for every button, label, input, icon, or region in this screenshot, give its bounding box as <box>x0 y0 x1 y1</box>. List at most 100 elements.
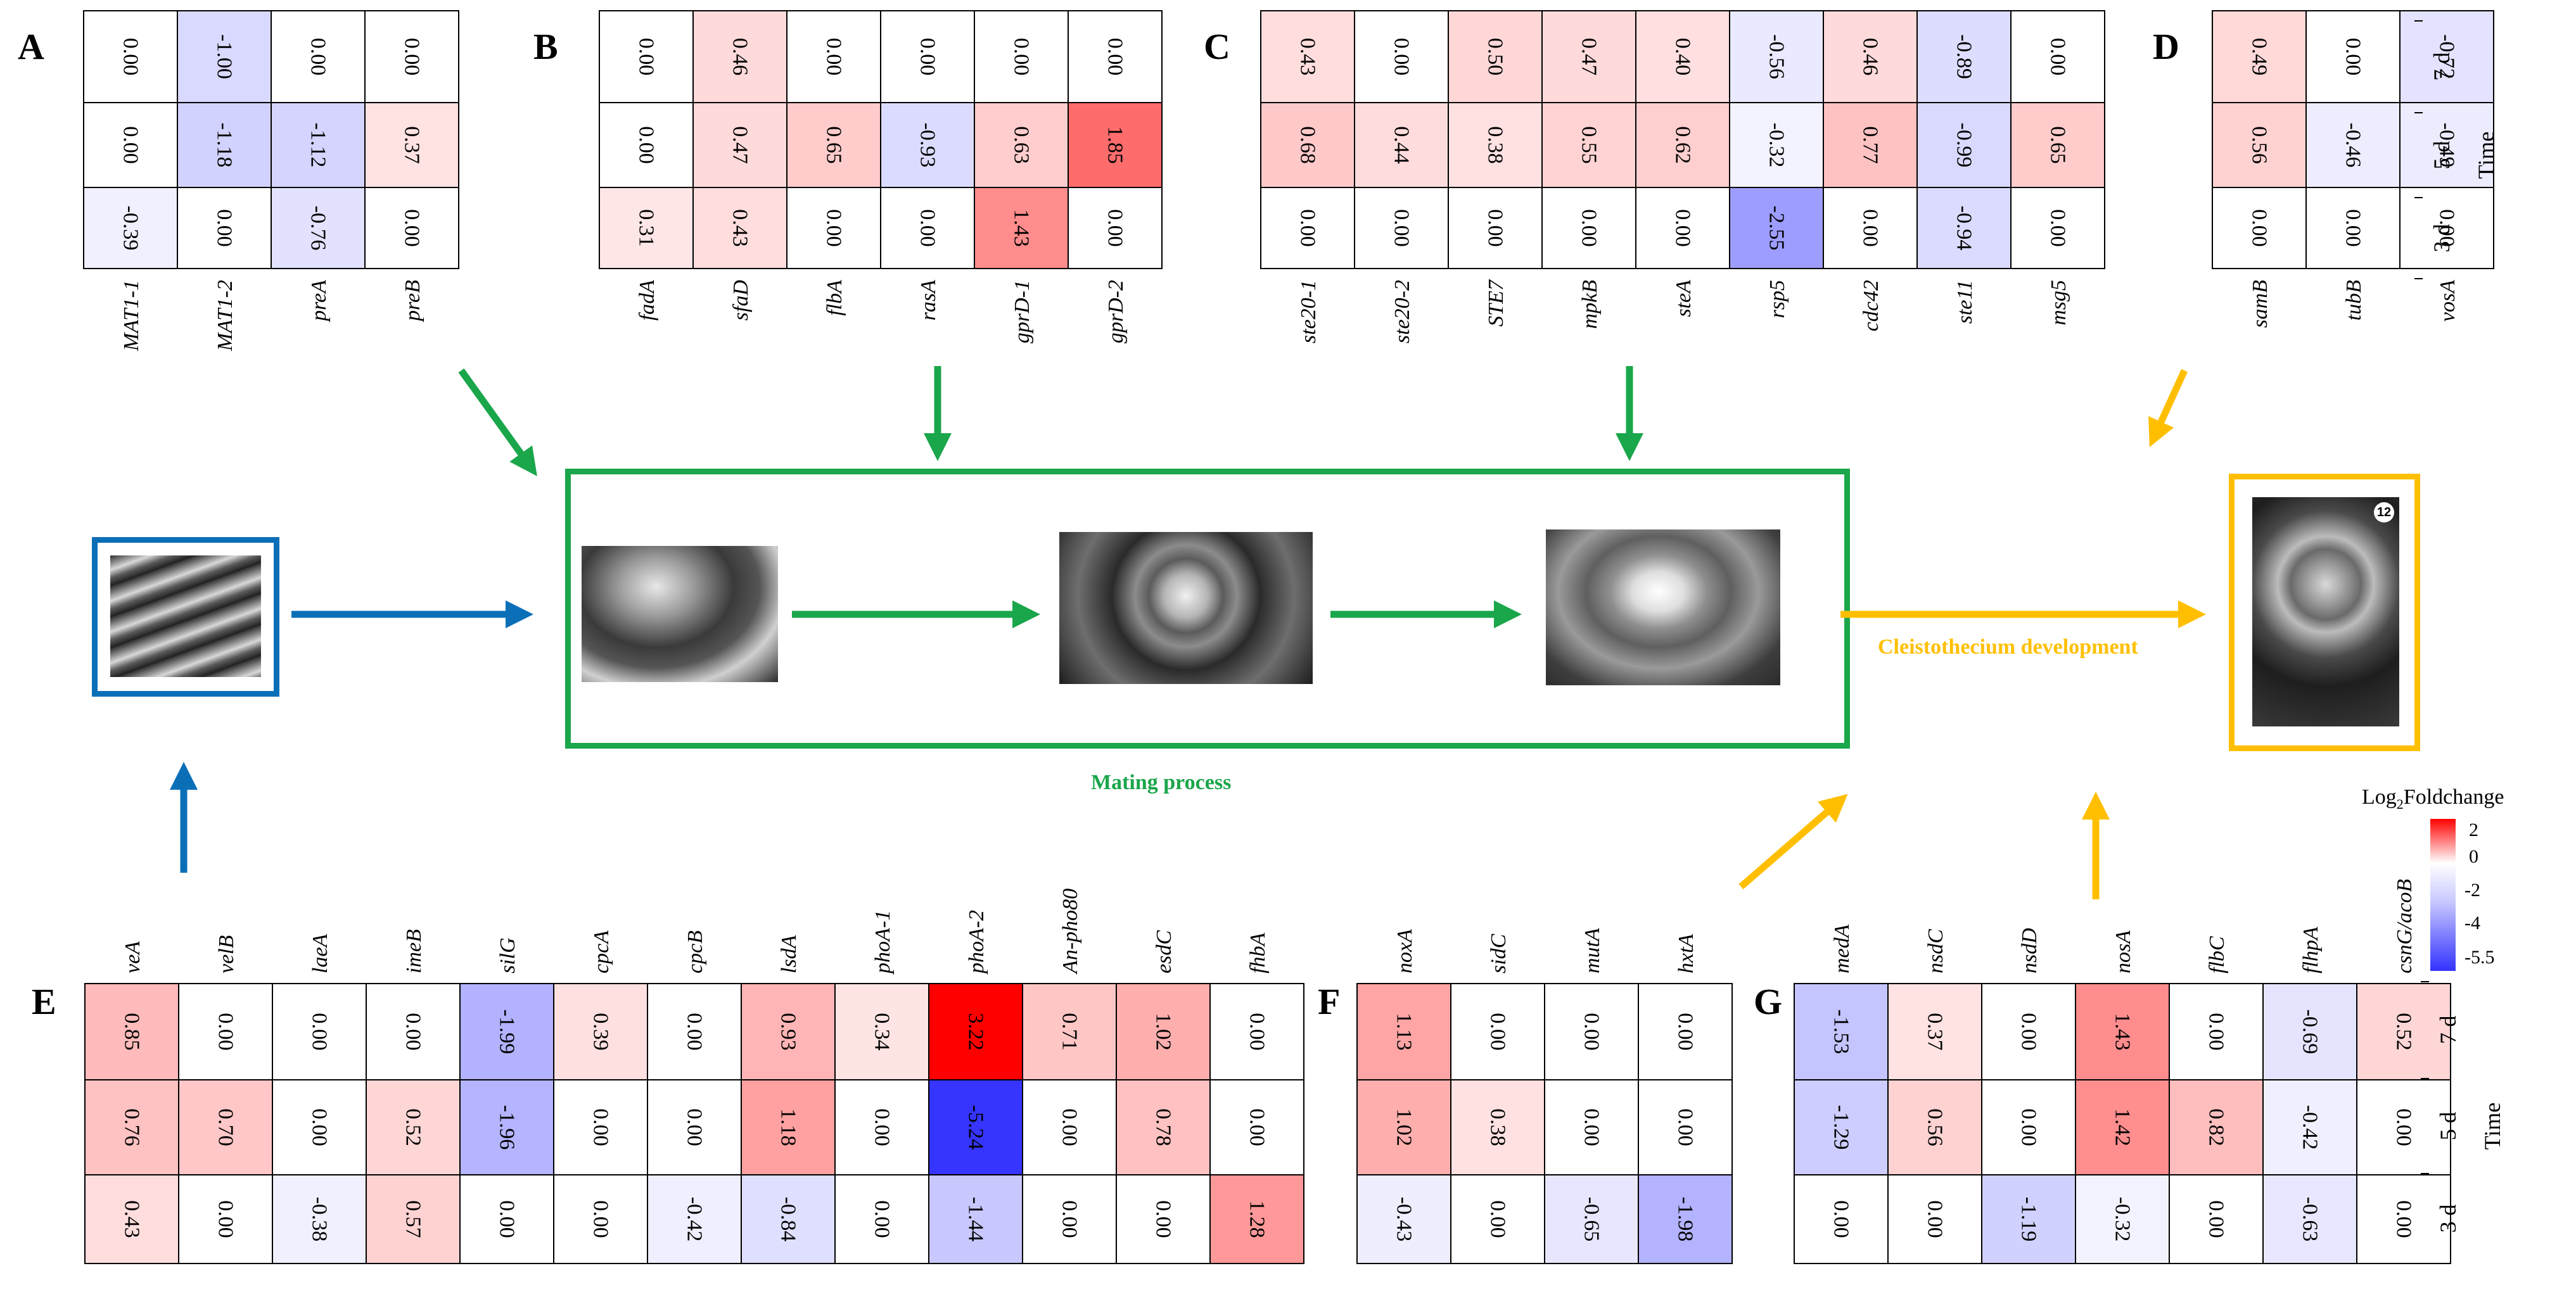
heatmap-value-label: 0.43 <box>120 1200 144 1238</box>
heatmap-value-label: 0.00 <box>1674 1108 1697 1146</box>
heatmap-cell <box>786 102 881 188</box>
heatmap-cell <box>459 1174 554 1264</box>
panel-label-d: D <box>2153 26 2179 67</box>
heatmap-value-label: 1.02 <box>1152 1013 1175 1051</box>
heatmap-value-label: 0.00 <box>1390 38 1413 76</box>
heatmap-value-label: -0.43 <box>1393 1197 1416 1242</box>
gene-label: velB <box>215 935 238 973</box>
gene-label: cpcA <box>590 930 613 973</box>
heatmap-value-label: 0.00 <box>1058 1108 1081 1146</box>
gene-label: samB <box>2248 280 2272 328</box>
heatmap-value-label: 0.00 <box>1830 1200 1853 1238</box>
gene-label: esdC <box>1152 930 1176 973</box>
heatmap-value-label: 0.00 <box>402 1013 425 1051</box>
heatmap-cell <box>2305 102 2401 188</box>
gene-label: rasA <box>917 280 940 320</box>
heatmap-cell <box>2356 983 2451 1080</box>
heatmap-value-label: 0.00 <box>1390 209 1413 247</box>
heatmap-value-label: 0.00 <box>1058 1200 1081 1238</box>
heatmap-cell <box>366 1174 461 1264</box>
legend-tick-2: 2 <box>2469 820 2478 840</box>
heatmap-cell <box>880 187 975 269</box>
heatmap-cell <box>1729 102 1824 188</box>
heatmap-value-label: -1.98 <box>1674 1197 1697 1242</box>
gene-label: medA <box>1830 924 1854 973</box>
gene-label: gprD-2 <box>1104 280 1128 343</box>
heatmap-cell <box>741 1174 836 1264</box>
heatmap-value-label: 0.65 <box>2046 126 2070 164</box>
hyphae-contact-sem-micrograph <box>582 546 778 682</box>
gene-label: nsdC <box>1924 929 1948 973</box>
heatmap-cell <box>974 10 1069 103</box>
heatmap-cell <box>1448 102 1543 188</box>
heatmap-value-label: 0.00 <box>589 1200 613 1238</box>
heatmap-cell <box>2356 1174 2451 1264</box>
heatmap-value-label: 1.43 <box>2111 1013 2134 1051</box>
gene-label: silG <box>496 937 520 973</box>
heatmap-cell <box>1638 1174 1733 1264</box>
heatmap-cell <box>834 1079 929 1175</box>
heatmap-value-label: -0.76 <box>307 206 330 251</box>
gene-label: hxtA <box>1674 934 1698 973</box>
heatmap-value-label: -0.49 <box>2435 123 2459 168</box>
time-label-5d: 5 d <box>2435 1112 2461 1141</box>
heatmap-cell <box>2010 102 2105 188</box>
heatmap-value-label: 0.55 <box>1578 126 1601 164</box>
heatmap-cell <box>1356 1174 1451 1264</box>
heatmap-value-label: -1.96 <box>495 1105 519 1150</box>
heatmap-value-label: 0.00 <box>2205 1200 2228 1238</box>
heatmap-value-label: 0.00 <box>400 209 424 247</box>
heatmap-cell <box>271 187 366 269</box>
heatmap-value-label: 0.00 <box>635 126 658 164</box>
heatmap-value-label: -1.18 <box>213 123 236 168</box>
heatmap-value-label: -1.53 <box>1830 1010 1853 1054</box>
time-label-7d: 7 d <box>2429 53 2454 81</box>
heatmap-cell <box>83 187 178 269</box>
heatmap-value-label: 0.00 <box>119 38 143 76</box>
heatmap-cell <box>1544 1174 1639 1264</box>
heatmap-value-label: 0.00 <box>2342 209 2365 247</box>
heatmap-cell <box>599 187 694 269</box>
gene-label: cdc42 <box>1859 280 1883 331</box>
time-axis-top: 7 d 5 d 3 d Time <box>2414 20 2499 279</box>
heatmap-value-label: 0.76 <box>120 1108 144 1146</box>
gene-label: An-pho80 <box>1059 889 1082 975</box>
heatmap-value-label: -1.00 <box>213 34 236 79</box>
heatmap-cell <box>1635 102 1730 188</box>
heatmap-cell <box>272 983 367 1080</box>
heatmap-value-label: -0.94 <box>1953 206 1976 251</box>
heatmap-value-label: 0.82 <box>2205 1108 2228 1146</box>
heatmap-value-label: -0.93 <box>916 123 940 168</box>
heatmap-cell <box>1209 1174 1304 1264</box>
cleistothecium-caption: Cleistothecium development <box>1878 635 2138 659</box>
heatmap-cell <box>647 983 742 1080</box>
gene-label: sfaD <box>729 280 753 321</box>
heatmap-cell <box>1354 10 1449 103</box>
heatmap-value-label: -5.24 <box>964 1105 988 1150</box>
ascogonial-coil-sem-micrograph <box>1546 529 1780 685</box>
heatmap-value-label: 0.57 <box>402 1200 425 1238</box>
heatmap-cell <box>599 10 694 103</box>
heatmap-cell <box>692 102 787 188</box>
heatmap-cell <box>2399 10 2494 103</box>
heatmap-value-label: 0.00 <box>1486 1013 1510 1051</box>
heatmap-value-label: 1.85 <box>1104 126 1127 164</box>
panel-label-f: F <box>1318 981 1341 1022</box>
heatmap-value-label: -1.12 <box>307 123 330 168</box>
heatmap-value-label: -1.44 <box>964 1197 988 1242</box>
heatmap-value-label: 0.70 <box>214 1108 238 1146</box>
heatmap-value-label: -1.19 <box>2017 1197 2041 1242</box>
time-axis-title: Time <box>2480 1103 2505 1150</box>
gene-label: nosA <box>2112 930 2135 973</box>
heatmap-cell <box>1450 1174 1545 1264</box>
gene-label: flbA <box>823 280 846 316</box>
heatmap-cell <box>1260 10 1355 103</box>
heatmap-cell <box>647 1174 742 1264</box>
heatmap-cell <box>1981 1174 2076 1264</box>
heatmap-value-label: 0.00 <box>1674 1013 1697 1051</box>
heatmap-cell <box>1354 102 1449 188</box>
time-label-3d: 3 d <box>2429 224 2454 253</box>
